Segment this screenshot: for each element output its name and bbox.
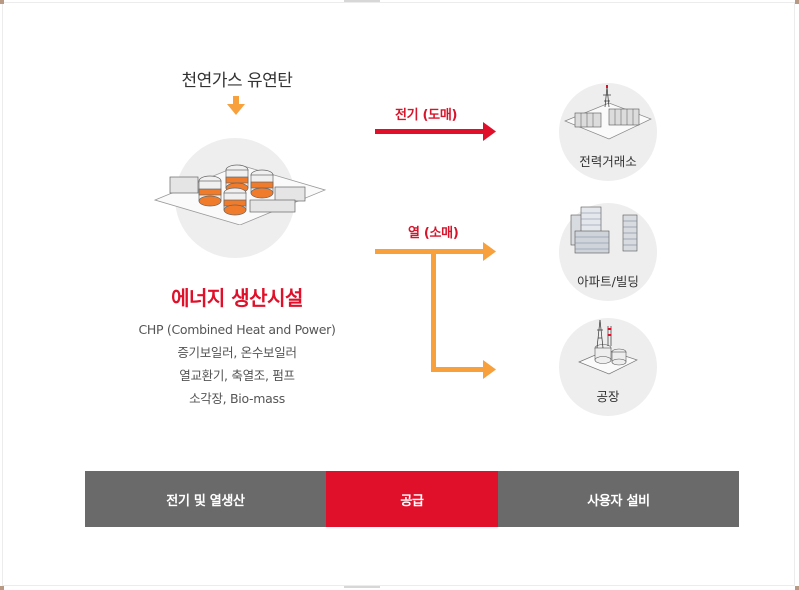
facility-line: 소각장, Bio-mass (189, 391, 285, 406)
stage-production: 전기 및 열생산 (85, 471, 326, 527)
destination-factory: 공장 (559, 318, 657, 416)
heat-arrow (375, 242, 496, 379)
destination-label: 전력거래소 (579, 154, 637, 169)
stage-supply: 공급 (326, 471, 498, 527)
apartment-building-icon (570, 206, 638, 254)
power-plant-icon (153, 164, 327, 225)
facility-title: 에너지 생산시설 (171, 286, 303, 310)
facility-description: CHP (Combined Heat and Power) 증기보일러, 온수보… (97, 318, 377, 410)
edge-mark (344, 0, 380, 2)
source-label: 천연가스 유연탄 (181, 71, 293, 91)
destination-apartment-building: 아파트/빌딩 (559, 203, 657, 301)
stage-user-facility: 사용자 설비 (498, 471, 739, 527)
facility-line: 증기보일러, 온수보일러 (177, 345, 297, 360)
corner-mark (795, 0, 799, 4)
corner-mark (0, 0, 4, 4)
electric-arrow (375, 122, 496, 141)
destination-power-exchange: 전력거래소 (559, 83, 657, 181)
edge-mark (344, 586, 380, 588)
destination-label: 공장 (596, 389, 620, 404)
heat-flow-label: 열 (소매) (408, 226, 459, 241)
destination-label: 아파트/빌딩 (577, 274, 639, 289)
power-exchange-icon (564, 85, 652, 140)
corner-mark (0, 586, 4, 590)
electric-flow-label: 전기 (도매) (395, 108, 458, 123)
down-arrow-icon (227, 96, 245, 115)
factory-icon (578, 319, 638, 375)
flow-arrows (375, 122, 496, 379)
facility-line: 열교환기, 축열조, 펌프 (179, 368, 295, 383)
corner-mark (795, 586, 799, 590)
facility-line: CHP (Combined Heat and Power) (138, 322, 336, 337)
